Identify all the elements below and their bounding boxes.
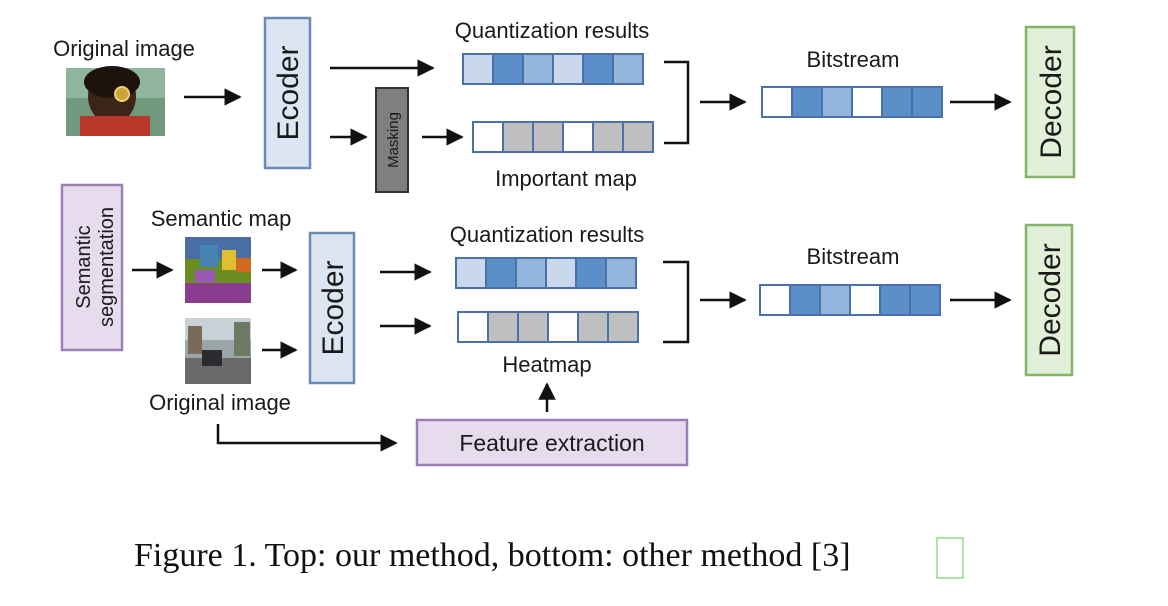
masking-label: Masking <box>385 112 402 168</box>
quant-cell <box>545 257 577 289</box>
heatmap-label: Heatmap <box>502 352 591 377</box>
quant-cell <box>522 53 554 85</box>
top-input-label: Original image <box>53 36 195 61</box>
bottom-input-label: Original image <box>149 390 291 415</box>
bottom-bitstream-cells <box>759 284 941 316</box>
bottom-encoder-box <box>308 231 356 385</box>
quant-cell <box>455 257 487 289</box>
arrow-image-to-feature-extraction <box>216 424 398 452</box>
quant-cell <box>462 53 494 85</box>
quant-cell <box>612 53 644 85</box>
bit-cell <box>849 284 881 316</box>
heatmap-cell <box>607 311 639 343</box>
bit-cell <box>879 284 911 316</box>
semantic-segmentation-label-line1: Semantic <box>73 225 95 308</box>
bit-cell <box>851 86 883 118</box>
bottom-decoder-label: Decoder <box>1034 243 1067 356</box>
bit-cell <box>911 86 943 118</box>
map-cell <box>502 121 534 153</box>
top-decoder-box <box>1024 25 1076 179</box>
heatmap-cell <box>517 311 549 343</box>
top-encoder-label: Ecoder <box>272 45 305 140</box>
quant-cell <box>575 257 607 289</box>
bottom-merge-bracket <box>663 260 690 344</box>
bit-cell <box>881 86 913 118</box>
quant-cell <box>582 53 614 85</box>
semantic-map-image <box>185 237 251 303</box>
quant-cell <box>605 257 637 289</box>
caption-text: Figure 1. Top: our method, bottom: other… <box>134 537 822 574</box>
bit-cell <box>819 284 851 316</box>
bottom-original-image <box>185 318 251 384</box>
semantic-segmentation-label-line2: segmentation <box>96 207 118 327</box>
bottom-quant-cells <box>455 257 637 289</box>
top-bitstream-cells <box>761 86 943 118</box>
bit-cell <box>821 86 853 118</box>
bottom-bitstream-label: Bitstream <box>807 244 900 269</box>
map-cell <box>562 121 594 153</box>
bit-cell <box>791 86 823 118</box>
quant-cell <box>485 257 517 289</box>
semantic-map-label: Semantic map <box>151 206 292 231</box>
top-quant-cells <box>462 53 644 85</box>
semantic-segmentation-box <box>60 183 124 352</box>
quant-cell <box>552 53 584 85</box>
map-cell <box>622 121 654 153</box>
heatmap-cells <box>457 311 639 343</box>
top-quant-label: Quantization results <box>455 18 649 43</box>
masking-box <box>375 87 409 193</box>
bit-cell <box>909 284 941 316</box>
top-merge-bracket <box>664 60 690 145</box>
top-encoder-box <box>263 16 312 170</box>
citation-link-box[interactable] <box>936 537 964 579</box>
caption-ref[interactable]: 3 <box>822 537 839 574</box>
feature-extraction-box <box>415 418 689 467</box>
top-bitstream-label: Bitstream <box>807 47 900 72</box>
bit-cell <box>761 86 793 118</box>
bottom-quant-label: Quantization results <box>450 222 644 247</box>
heatmap-cell <box>487 311 519 343</box>
heatmap-cell <box>457 311 489 343</box>
bottom-encoder-label: Ecoder <box>317 260 350 355</box>
top-decoder-label: Decoder <box>1035 45 1068 158</box>
map-cell <box>592 121 624 153</box>
caption-close: ] <box>839 537 850 574</box>
bottom-decoder-box <box>1024 223 1074 377</box>
quant-cell <box>492 53 524 85</box>
bit-cell <box>759 284 791 316</box>
bit-cell <box>789 284 821 316</box>
heatmap-cell <box>577 311 609 343</box>
map-cell <box>532 121 564 153</box>
important-map-label: Important map <box>495 166 637 191</box>
figure-caption: Figure 1. Top: our method, bottom: other… <box>134 537 851 574</box>
heatmap-cell <box>547 311 579 343</box>
feature-extraction-label: Feature extraction <box>459 430 644 456</box>
quant-cell <box>515 257 547 289</box>
top-original-image <box>66 66 165 136</box>
important-map-cells <box>472 121 654 153</box>
map-cell <box>472 121 504 153</box>
